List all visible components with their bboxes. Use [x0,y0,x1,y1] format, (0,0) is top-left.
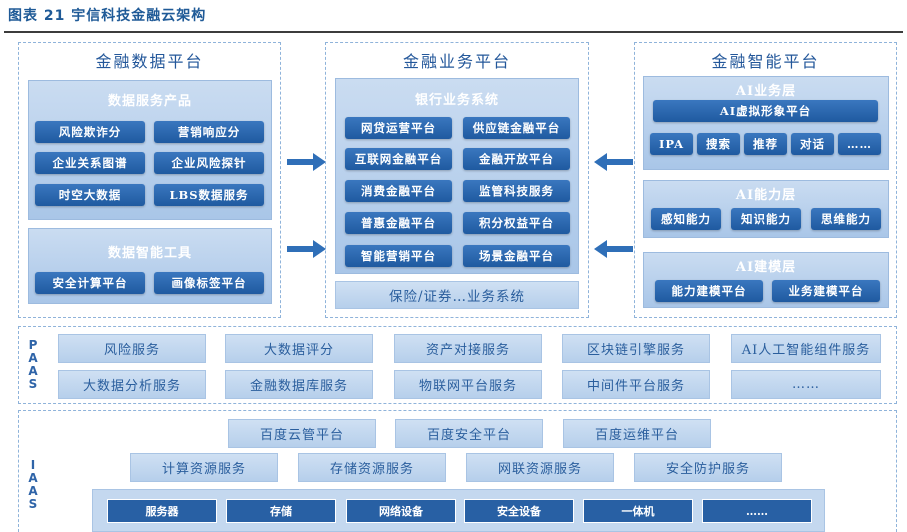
arrow-left-icon [594,240,633,258]
title-divider [4,31,903,33]
iaas-network-resources[interactable]: 网联资源服务 [466,453,614,482]
iaas-security-device[interactable]: 安全设备 [464,499,574,523]
paas-label: PAAS [26,338,40,390]
ai-ability-thinking[interactable]: 思维能力 [811,208,881,230]
paas-iot-platform[interactable]: 物联网平台服务 [394,370,542,399]
product-lbs[interactable]: LBS数据服务 [154,184,264,206]
data-platform-title: 金融数据平台 [95,52,204,71]
product-fraud-score[interactable]: 风险欺诈分 [35,121,145,143]
bank-item-scene-finance[interactable]: 场景金融平台 [463,245,570,267]
paas-asset-matching[interactable]: 资产对接服务 [394,334,542,363]
bank-system-panel: 银行业务系统 [335,78,579,274]
product-spatiotemporal[interactable]: 时空大数据 [35,184,145,206]
iaas-label: IAAS [26,458,40,510]
ai-item-recommend[interactable]: 推荐 [744,133,787,155]
ai-business-layer-panel: AI业务层 [643,76,889,170]
ai-modeling-layer-title: AI建模层 [735,260,797,275]
paas-finance-database[interactable]: 金融数据库服务 [225,370,373,399]
iaas-compute-resources[interactable]: 计算资源服务 [130,453,278,482]
iaas-network-device[interactable]: 网络设备 [346,499,456,523]
arrow-left-icon [594,153,633,171]
ai-item-more[interactable]: …… [838,133,881,155]
insurance-securities-system[interactable]: 保险/证券…业务系统 [335,281,579,309]
iaas-server[interactable]: 服务器 [107,499,217,523]
bank-item-consumer-finance[interactable]: 消费金融平台 [345,180,452,202]
paas-more[interactable]: …… [731,370,881,399]
data-platform-frame: 金融数据平台 [18,42,281,318]
ai-business-layer-title: AI业务层 [735,84,797,99]
iaas-frame [18,410,897,532]
arrow-right-icon [287,240,326,258]
product-marketing-score[interactable]: 营销响应分 [154,121,264,143]
bank-item-smart-marketing[interactable]: 智能营销平台 [345,245,452,267]
paas-bigdata-analysis[interactable]: 大数据分析服务 [58,370,206,399]
ai-virtual-avatar-platform[interactable]: AI虚拟形象平台 [653,100,878,122]
tool-profile-tags[interactable]: 画像标签平台 [154,272,264,294]
ai-ability-layer-title: AI能力层 [735,188,797,203]
iaas-security-platform[interactable]: 百度安全平台 [395,419,543,448]
arrow-right-icon [287,153,326,171]
tool-secure-compute[interactable]: 安全计算平台 [35,272,145,294]
paas-blockchain-engine[interactable]: 区块链引擎服务 [562,334,710,363]
iaas-cloud-management[interactable]: 百度云管平台 [228,419,376,448]
iaas-storage[interactable]: 存储 [226,499,336,523]
business-platform-title: 金融业务平台 [402,52,511,71]
ai-modeling-ability[interactable]: 能力建模平台 [655,280,763,302]
paas-middleware[interactable]: 中间件平台服务 [562,370,710,399]
ai-modeling-business[interactable]: 业务建模平台 [772,280,880,302]
iaas-storage-resources[interactable]: 存储资源服务 [298,453,446,482]
ai-ability-knowledge[interactable]: 知识能力 [731,208,801,230]
bank-item-regtech[interactable]: 监管科技服务 [463,180,570,202]
iaas-more[interactable]: …… [702,499,812,523]
bank-system-title: 银行业务系统 [414,93,499,108]
paas-ai-components[interactable]: AI人工智能组件服务 [731,334,881,363]
ai-platform-frame: 金融智能平台 [634,42,897,318]
product-enterprise-graph[interactable]: 企业关系图谱 [35,152,145,174]
paas-risk-service[interactable]: 风险服务 [58,334,206,363]
data-tools-title: 数据智能工具 [107,246,192,261]
bank-item-online-loan[interactable]: 网贷运营平台 [345,117,452,139]
iaas-security-protection[interactable]: 安全防护服务 [634,453,782,482]
ai-platform-title: 金融智能平台 [711,52,820,71]
ai-ability-perception[interactable]: 感知能力 [651,208,721,230]
ai-item-dialogue[interactable]: 对话 [791,133,834,155]
page-title: 图表 21 宇信科技金融云架构 [8,8,207,24]
bank-item-supply-chain[interactable]: 供应链金融平台 [463,117,570,139]
bank-item-internet-finance[interactable]: 互联网金融平台 [345,148,452,170]
iaas-all-in-one[interactable]: 一体机 [583,499,693,523]
bank-item-open-finance[interactable]: 金融开放平台 [463,148,570,170]
ai-item-search[interactable]: 搜索 [697,133,740,155]
ai-item-ipa[interactable]: IPA [650,133,693,155]
bank-item-inclusive-finance[interactable]: 普惠金融平台 [345,212,452,234]
data-products-title: 数据服务产品 [107,94,192,109]
paas-bigdata-scoring[interactable]: 大数据评分 [225,334,373,363]
product-enterprise-risk[interactable]: 企业风险探针 [154,152,264,174]
paas-frame [18,326,897,404]
business-platform-frame: 金融业务平台 [325,42,589,318]
iaas-ops-platform[interactable]: 百度运维平台 [563,419,711,448]
bank-item-points-rights[interactable]: 积分权益平台 [463,212,570,234]
